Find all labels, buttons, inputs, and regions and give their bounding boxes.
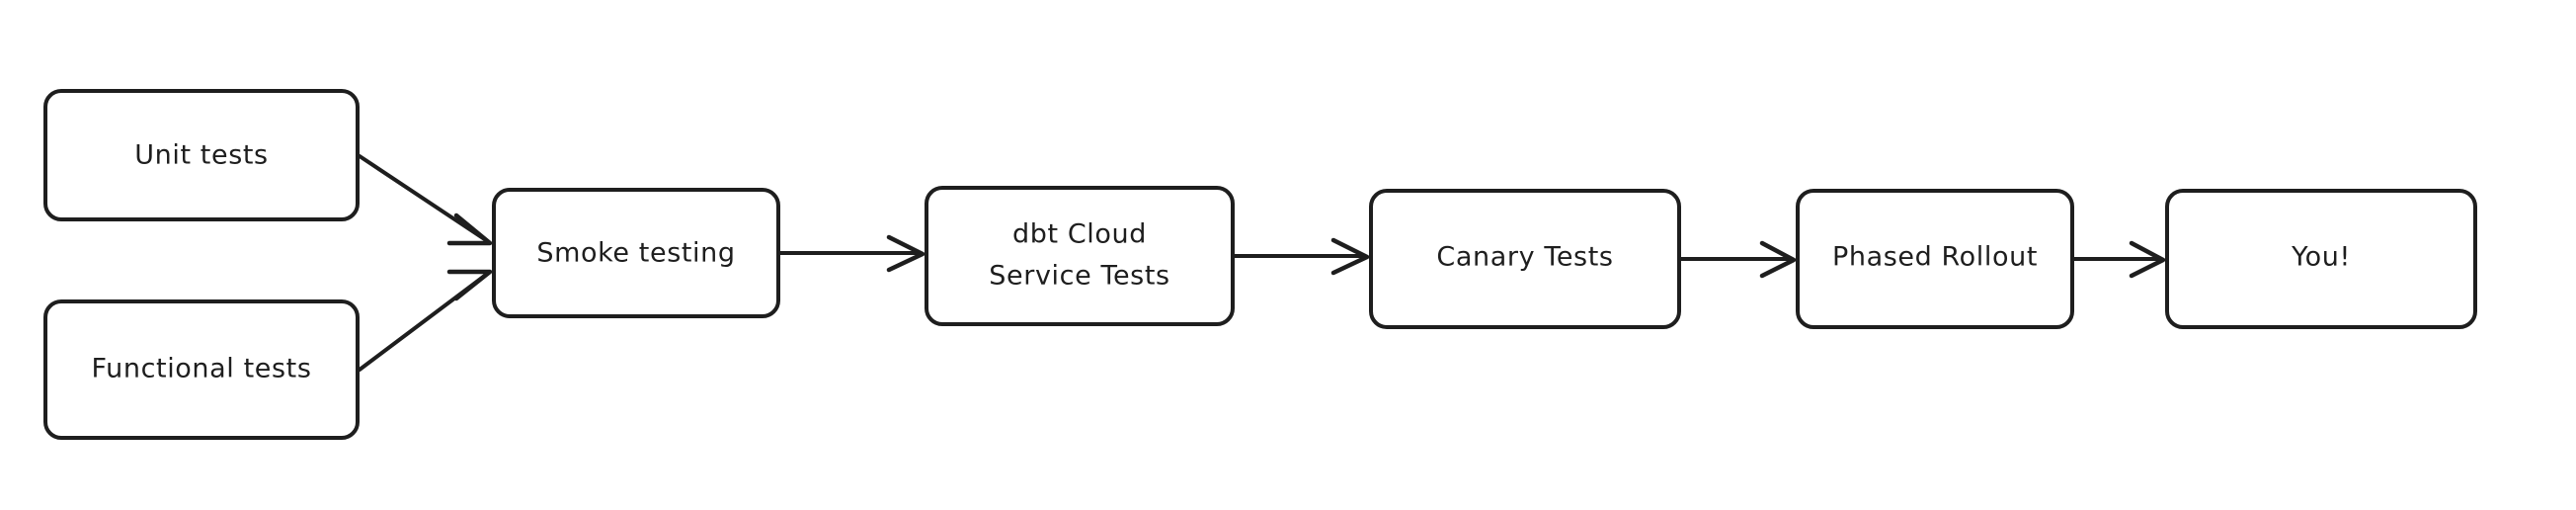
node-dbt-cloud-service-tests-label-line2: Service Tests <box>989 261 1169 292</box>
node-dbt-cloud-service-tests-label-line1: dbt Cloud <box>1012 219 1147 250</box>
node-canary-tests-box[interactable] <box>1369 189 1681 329</box>
edge-phased-to-you <box>2072 240 2166 279</box>
node-unit-tests-box[interactable] <box>43 89 360 221</box>
edge-canary-to-phased-arrowhead-icon <box>1759 240 1797 279</box>
edge-functional-to-smoke-arrowhead-icon <box>446 269 493 301</box>
node-dbt-cloud-service-tests-box[interactable] <box>925 186 1235 326</box>
node-functional-tests-label: Functional tests <box>92 354 312 384</box>
node-phased-rollout-label: Phased Rollout <box>1832 242 2038 273</box>
edge-unit-to-smoke-arrowhead-icon <box>446 212 493 246</box>
edge-smoke-to-dbt <box>778 234 926 273</box>
node-canary-tests[interactable]: Canary Tests <box>1369 189 1681 329</box>
node-you[interactable]: You! <box>2165 189 2477 329</box>
node-you-box[interactable] <box>2165 189 2477 329</box>
edge-dbt-to-canary <box>1233 237 1370 276</box>
edge-canary-to-phased <box>1679 240 1797 279</box>
node-phased-rollout-box[interactable] <box>1796 189 2074 329</box>
node-smoke-testing-label: Smoke testing <box>536 238 735 269</box>
edge-unit-to-smoke-line <box>358 154 488 242</box>
node-smoke-testing[interactable]: Smoke testing <box>492 188 780 318</box>
edge-phased-to-you-arrowhead-icon <box>2129 240 2166 279</box>
node-smoke-testing-box[interactable] <box>492 188 780 318</box>
node-unit-tests[interactable]: Unit tests <box>43 89 360 221</box>
edge-unit-to-smoke <box>358 154 493 246</box>
edge-functional-to-smoke <box>358 269 493 372</box>
node-functional-tests-box[interactable] <box>43 299 360 440</box>
node-phased-rollout[interactable]: Phased Rollout <box>1796 189 2074 329</box>
edge-dbt-to-canary-arrowhead-icon <box>1330 237 1370 276</box>
node-you-label: You! <box>2291 242 2351 273</box>
node-functional-tests[interactable]: Functional tests <box>43 299 360 440</box>
node-dbt-cloud-service-tests[interactable]: dbt Cloud Service Tests <box>925 186 1235 326</box>
node-canary-tests-label: Canary Tests <box>1436 242 1613 273</box>
node-unit-tests-label: Unit tests <box>134 140 268 171</box>
edge-smoke-to-dbt-arrowhead-icon <box>886 234 926 273</box>
